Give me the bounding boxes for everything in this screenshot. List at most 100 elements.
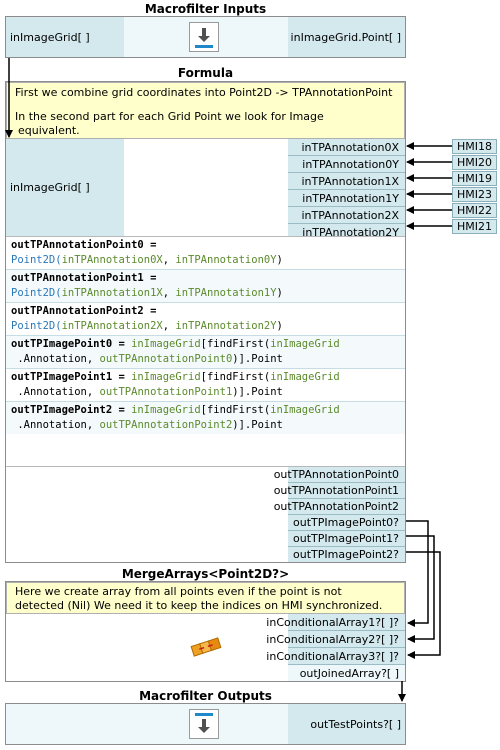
expr-arg: inTPAnnotation1X bbox=[61, 287, 163, 299]
inputs-left-port[interactable]: inImageGrid[ ] bbox=[6, 17, 124, 57]
port-inTPAnnotation2X[interactable]: inTPAnnotation2X bbox=[288, 207, 405, 224]
formula-header: Formula bbox=[177, 66, 234, 80]
expr-arg: inImageGrid bbox=[270, 338, 340, 350]
formula-code-area[interactable]: outTPAnnotationPoint0 = Point2D(inTPAnno… bbox=[6, 236, 405, 466]
formula-input-spacer bbox=[124, 139, 288, 236]
expr-end: ) bbox=[276, 320, 283, 332]
merge-comment-line1: Here we create array from all points eve… bbox=[15, 585, 342, 598]
expr-arg: inImageGrid bbox=[270, 371, 340, 383]
expr-end: ) bbox=[276, 254, 283, 266]
expr-lhs: outTPAnnotationPoint0 = bbox=[11, 239, 157, 251]
port-inTPAnnotation0Y[interactable]: inTPAnnotation0Y bbox=[288, 156, 405, 173]
expr-annotation-point-1: outTPAnnotationPoint1 = Point2D(inTPAnno… bbox=[6, 269, 405, 302]
port-outTPImagePoint2[interactable]: outTPImagePoint2? bbox=[293, 548, 399, 561]
hmi-label[interactable]: HMI22 bbox=[452, 203, 497, 218]
expr-arg: inTPAnnotation0X bbox=[61, 254, 163, 266]
hmi-label[interactable]: HMI18 bbox=[452, 139, 497, 154]
port-outTPImagePoint0[interactable]: outTPImagePoint0? bbox=[288, 515, 405, 531]
expr-annotation-point-2: outTPAnnotationPoint2 = Point2D(inTPAnno… bbox=[6, 302, 405, 335]
port-inTPAnnotation2Y[interactable]: inTPAnnotation2Y bbox=[302, 225, 399, 239]
port-inTPAnnotation1Y[interactable]: inTPAnnotation1Y bbox=[288, 190, 405, 207]
expr-cont: .Annotation, bbox=[11, 353, 100, 365]
expr-fn: Point2D( bbox=[11, 287, 62, 299]
hmi-label[interactable]: HMI20 bbox=[452, 155, 497, 170]
hmi-label[interactable]: HMI21 bbox=[452, 219, 497, 234]
expr-fn: Point2D( bbox=[11, 254, 62, 266]
expr-sep: , bbox=[162, 320, 176, 332]
expr-arg: outTPAnnotationPoint1 bbox=[99, 386, 233, 398]
inputs-right-port[interactable]: inImageGrid.Point[ ] bbox=[288, 17, 405, 57]
expr-mid: [findFirst( bbox=[200, 338, 271, 350]
expr-arg: inTPAnnotation2Y bbox=[175, 320, 277, 332]
hmi-label[interactable]: HMI19 bbox=[452, 171, 497, 186]
merge-comment-line2: detected (Nil) We need it to keep the in… bbox=[15, 599, 383, 612]
port-outJoinedArray[interactable]: outJoinedArray?[ ] bbox=[288, 665, 405, 681]
expr-end: ) bbox=[276, 287, 283, 299]
expr-image-point-0: outTPImagePoint0 = inImageGrid[findFirst… bbox=[6, 335, 405, 368]
port-inConditionalArray2[interactable]: inConditionalArray2?[ ]? bbox=[266, 631, 405, 648]
expr-lhs: outTPImagePoint1 = bbox=[11, 371, 132, 383]
outputs-right-port[interactable]: outTestPoints?[ ] bbox=[288, 704, 405, 744]
expr-lhs: outTPAnnotationPoint2 = bbox=[11, 305, 157, 317]
expr-arg: inImageGrid bbox=[270, 404, 340, 416]
expr-lhs: outTPImagePoint2 = bbox=[11, 404, 132, 416]
inputs-header: Macrofilter Inputs bbox=[144, 2, 267, 16]
expr-image-point-2: outTPImagePoint2 = inImageGrid[findFirst… bbox=[6, 401, 405, 434]
expr-end: )].Point bbox=[232, 419, 283, 431]
output-arrow-icon[interactable] bbox=[189, 709, 219, 739]
merge-body bbox=[6, 614, 288, 681]
formula-comment-line2: In the second part for each Grid Point w… bbox=[15, 110, 324, 123]
expr-mid: [findFirst( bbox=[200, 404, 271, 416]
formula-output-ports: outTPAnnotationPoint0 outTPAnnotationPoi… bbox=[274, 466, 405, 562]
port-inTPAnnotation1X[interactable]: inTPAnnotation1X bbox=[288, 173, 405, 190]
inputs-block[interactable]: inImageGrid[ ] inImageGrid.Point[ ] bbox=[5, 16, 406, 58]
wire-imagepoint2[interactable] bbox=[406, 551, 441, 659]
expr-fn: Point2D( bbox=[11, 320, 62, 332]
formula-output-spacer bbox=[6, 466, 288, 562]
wire-imagepoint0[interactable] bbox=[406, 520, 429, 627]
port-outTPImagePoint1[interactable]: outTPImagePoint1? bbox=[288, 531, 405, 547]
expr-sep: , bbox=[162, 254, 176, 266]
port-inTPAnnotation0X[interactable]: inTPAnnotation0X bbox=[288, 139, 405, 156]
wire-imagepoint1[interactable] bbox=[406, 535, 435, 643]
outputs-header: Macrofilter Outputs bbox=[139, 689, 272, 703]
merge-arrays-icon[interactable] bbox=[190, 633, 222, 661]
expr-mid: [findFirst( bbox=[200, 371, 271, 383]
expr-sep: , bbox=[162, 287, 176, 299]
formula-left-port[interactable]: inImageGrid[ ] bbox=[6, 139, 124, 236]
expr-arg: inImageGrid bbox=[131, 338, 201, 350]
merge-block[interactable]: Here we create array from all points eve… bbox=[5, 581, 406, 682]
expr-arg: inImageGrid bbox=[131, 404, 201, 416]
outputs-block[interactable]: outTestPoints?[ ] bbox=[5, 703, 406, 745]
hmi-label[interactable]: HMI23 bbox=[452, 187, 497, 202]
expr-lhs: outTPAnnotationPoint1 = bbox=[11, 272, 157, 284]
port-outTPAnnotationPoint2[interactable]: outTPAnnotationPoint2 bbox=[274, 499, 405, 515]
expr-arg: inTPAnnotation2X bbox=[61, 320, 163, 332]
expr-cont: .Annotation, bbox=[11, 386, 100, 398]
expr-end: )].Point bbox=[232, 386, 283, 398]
input-arrow-icon[interactable] bbox=[189, 22, 219, 52]
formula-comment-line3: equivalent. bbox=[18, 124, 80, 137]
port-inConditionalArray3[interactable]: inConditionalArray3?[ ]? bbox=[266, 648, 405, 665]
expr-lhs: outTPImagePoint0 = bbox=[11, 338, 132, 350]
expr-arg: inTPAnnotation0Y bbox=[175, 254, 277, 266]
expr-arg: inTPAnnotation1Y bbox=[175, 287, 277, 299]
formula-comment: First we combine grid coordinates into P… bbox=[6, 82, 405, 139]
port-inConditionalArray1[interactable]: inConditionalArray1?[ ]? bbox=[266, 614, 405, 631]
port-outTPAnnotationPoint0[interactable]: outTPAnnotationPoint0 bbox=[274, 467, 405, 483]
expr-annotation-point-0: outTPAnnotationPoint0 = Point2D(inTPAnno… bbox=[6, 237, 405, 269]
merge-ports: inConditionalArray1?[ ]? inConditionalAr… bbox=[266, 614, 405, 681]
expr-image-point-1: outTPImagePoint1 = inImageGrid[findFirst… bbox=[6, 368, 405, 401]
formula-input-ports: inTPAnnotation0X inTPAnnotation0Y inTPAn… bbox=[288, 139, 405, 239]
merge-header: MergeArrays<Point2D?> bbox=[121, 567, 290, 581]
expr-arg: outTPAnnotationPoint2 bbox=[99, 419, 233, 431]
expr-cont: .Annotation, bbox=[11, 419, 100, 431]
formula-comment-line1: First we combine grid coordinates into P… bbox=[15, 86, 393, 99]
expr-end: )].Point bbox=[232, 353, 283, 365]
merge-comment: Here we create array from all points eve… bbox=[6, 582, 405, 614]
port-outTPAnnotationPoint1[interactable]: outTPAnnotationPoint1 bbox=[274, 483, 405, 499]
expr-arg: inImageGrid bbox=[131, 371, 201, 383]
expr-arg: outTPAnnotationPoint0 bbox=[99, 353, 233, 365]
formula-block[interactable]: First we combine grid coordinates into P… bbox=[5, 81, 406, 563]
